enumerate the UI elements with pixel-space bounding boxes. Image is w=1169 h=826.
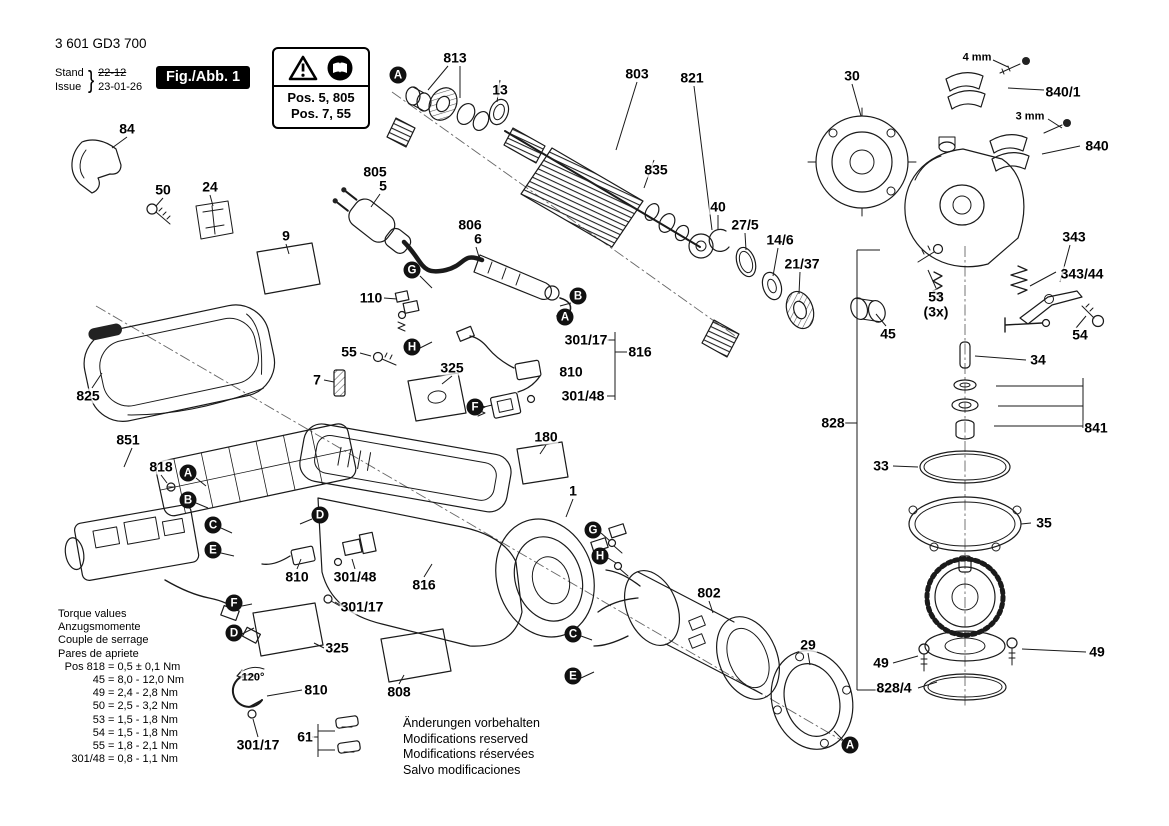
torque-pos: 49: [92, 687, 105, 700]
torque-pos: 53: [92, 713, 105, 726]
torque-value: 0,5 ± 0,1 Nm: [117, 660, 181, 673]
torque-row: Pos 818=0,5 ± 0,1 Nm: [58, 661, 184, 674]
torque-heading: Couple de serrage: [58, 634, 149, 647]
torque-value: 0,8 - 1,1 Nm: [117, 753, 178, 766]
torque-row: 49=2,4 - 2,8 Nm: [58, 687, 184, 700]
footer-note: Modifications reserved: [403, 731, 529, 746]
revision-values: 22-12 23-01-26: [98, 66, 142, 94]
torque-equals: =: [108, 753, 115, 766]
footer-note: Salvo modificaciones: [403, 762, 521, 777]
torque-heading: Pares de apriete: [58, 647, 139, 660]
torque-equals: =: [108, 687, 115, 700]
torque-value: 2,4 - 2,8 Nm: [117, 687, 178, 700]
torque-heading: Torque values: [58, 608, 127, 620]
revision-brace: }: [87, 65, 95, 94]
parts-art: [64, 57, 1105, 754]
torque-value: 1,8 - 2,1 Nm: [117, 740, 178, 753]
stand-label: Stand: [55, 67, 84, 79]
notice-divider: [274, 85, 368, 87]
torque-row: 301/48=0,8 - 1,1 Nm: [58, 753, 184, 766]
torque-pos: 55: [92, 740, 105, 753]
read-manual-icon: [327, 55, 353, 81]
revision-labels: Stand Issue: [55, 66, 84, 94]
torque-row: 55=1,8 - 2,1 Nm: [58, 740, 184, 753]
torque-pos: 301/48: [71, 753, 105, 766]
torque-row: 53=1,5 - 1,8 Nm: [58, 714, 184, 727]
leader-lines: [91, 59, 1087, 757]
notice-pos-line: Pos. 5, 805: [287, 90, 355, 105]
stand-value: 22-12: [98, 67, 127, 79]
notice-icons: [288, 49, 354, 85]
torque-equals: =: [108, 726, 115, 739]
torque-equals: =: [108, 674, 115, 687]
torque-equals: =: [108, 713, 115, 726]
footer-note: Modifications réservées: [403, 747, 535, 761]
torque-value: 1,5 - 1,8 Nm: [117, 726, 178, 739]
torque-equals: =: [108, 700, 115, 713]
torque-row: 45=8,0 - 12,0 Nm: [58, 674, 184, 687]
torque-value: 1,5 - 1,8 Nm: [117, 713, 178, 726]
torque-row: 50=2,5 - 3,2 Nm: [58, 700, 184, 713]
torque-value: 8,0 - 12,0 Nm: [117, 674, 185, 687]
torque-pos: 45: [92, 674, 105, 687]
torque-value: 2,5 - 3,2 Nm: [117, 700, 178, 713]
torque-heading: Anzugsmomente: [58, 621, 141, 634]
warning-triangle-icon: [288, 55, 318, 81]
revision-block: Stand Issue } 22-12 23-01-26: [55, 66, 142, 94]
torque-pos: 50: [92, 700, 105, 713]
torque-pos: 54: [92, 726, 105, 739]
type-number: 3 601 GD3 700: [55, 36, 147, 51]
footer-note: Änderungen vorbehalten: [403, 716, 540, 730]
issue-label: Issue: [55, 81, 82, 93]
notice-pos-line: Pos. 7, 55: [291, 106, 351, 121]
torque-equals: =: [108, 660, 115, 673]
issue-value: 23-01-26: [98, 81, 143, 93]
torque-row: 54=1,5 - 1,8 Nm: [58, 727, 184, 740]
torque-equals: =: [108, 740, 115, 753]
figure-label: Fig./Abb. 1: [156, 66, 251, 89]
torque-pos: Pos 818: [64, 660, 105, 673]
